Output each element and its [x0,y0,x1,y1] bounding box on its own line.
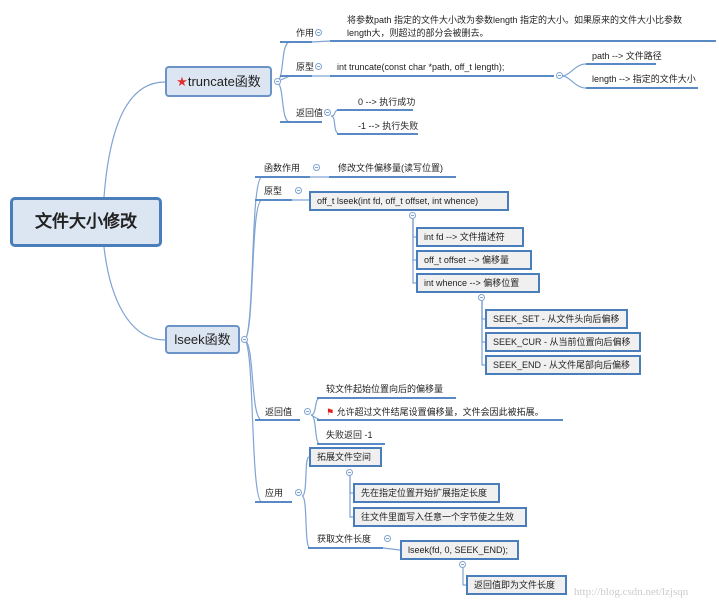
collapse-toggle[interactable] [346,469,353,476]
ret-offset[interactable]: 较文件起始位置向后的偏移量 [326,384,444,394]
collapse-toggle[interactable] [478,294,485,301]
ret-extend-note[interactable]: ⚑ 允许超过文件结尾设置偏移量，文件会因此被拓展。 [326,407,544,417]
lseek-proto[interactable]: off_t lseek(int fd, off_t offset, int wh… [309,191,509,211]
truncate-proto[interactable]: int truncate(const char *path, off_t len… [337,62,505,72]
collapse-toggle[interactable] [304,408,311,415]
truncate-node[interactable]: ★truncate函数 [165,66,272,97]
lseek-ret-label[interactable]: 返回值 [265,407,293,417]
param-path[interactable]: path --> 文件路径 [592,51,662,61]
getlen-result[interactable]: 返回值即为文件长度 [466,575,567,595]
lseek-purpose-label[interactable]: 函数作用 [264,163,301,173]
collapse-toggle[interactable] [295,489,302,496]
collapse-toggle[interactable] [324,109,331,116]
ret-fail[interactable]: -1 --> 执行失败 [358,121,419,131]
expand-step-2[interactable]: 往文件里面写入任意一个字节使之生效 [353,507,527,527]
truncate-purpose-line1[interactable]: 将参数path 指定的文件大小改为参数length 指定的大小。如果原来的文件大… [347,15,683,25]
param-fd[interactable]: int fd --> 文件描述符 [416,227,524,247]
truncate-proto-label[interactable]: 原型 [296,62,315,72]
root-node[interactable]: 文件大小修改 [10,197,162,247]
getlen-label[interactable]: 获取文件长度 [317,534,372,544]
collapse-toggle[interactable] [313,164,320,171]
param-offset[interactable]: off_t offset --> 偏移量 [416,250,532,270]
star-icon: ★ [176,74,188,89]
truncate-purpose-line2[interactable]: length大，则超过的部分会被删去。 [347,28,489,38]
collapse-toggle[interactable] [315,29,322,36]
getlen-call[interactable]: lseek(fd, 0, SEEK_END); [400,540,519,560]
ret-fail[interactable]: 失败返回 -1 [326,430,373,440]
truncate-purpose-label[interactable]: 作用 [296,28,315,38]
flag-icon: ⚑ [326,407,335,417]
ret-ok[interactable]: 0 --> 执行成功 [358,97,416,107]
collapse-toggle[interactable] [459,561,466,568]
collapse-toggle[interactable] [556,72,563,79]
param-whence[interactable]: int whence --> 偏移位置 [416,273,540,293]
collapse-toggle[interactable] [384,535,391,542]
app-label[interactable]: 应用 [265,488,284,498]
lseek-proto-label[interactable]: 原型 [264,186,283,196]
collapse-toggle[interactable] [315,63,322,70]
truncate-ret-label[interactable]: 返回值 [296,108,324,118]
collapse-toggle[interactable] [295,187,302,194]
seek-end[interactable]: SEEK_END - 从文件尾部向后偏移 [485,355,641,375]
lseek-purpose[interactable]: 修改文件偏移量(读写位置) [338,163,443,173]
collapse-toggle[interactable] [409,212,416,219]
expand-step-1[interactable]: 先在指定位置开始扩展指定长度 [353,483,500,503]
truncate-title: truncate函数 [187,74,261,89]
collapse-toggle[interactable] [241,336,248,343]
seek-cur[interactable]: SEEK_CUR - 从当前位置向后偏移 [485,332,641,352]
watermark: http://blog.csdn.net/lzjsqn [574,586,689,598]
seek-set[interactable]: SEEK_SET - 从文件头向后偏移 [485,309,628,329]
param-length[interactable]: length --> 指定的文件大小 [592,74,696,84]
lseek-node[interactable]: lseek函数 [165,325,240,354]
expand-space[interactable]: 拓展文件空间 [309,447,382,467]
collapse-toggle[interactable] [274,78,281,85]
